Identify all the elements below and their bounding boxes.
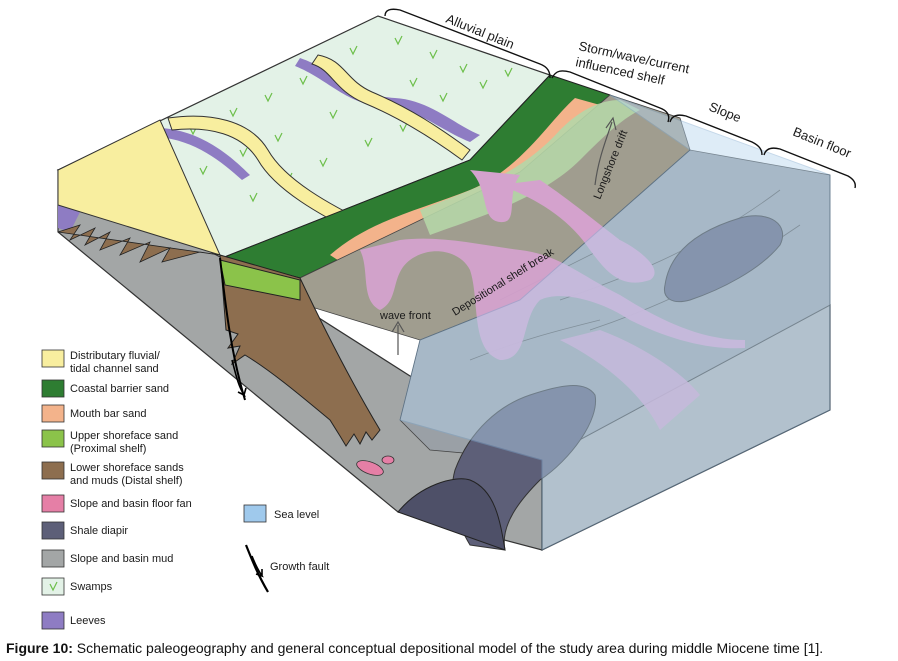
legend-swatch-mud xyxy=(41,549,65,568)
swamp-symbol-icon xyxy=(49,581,58,592)
legend-growth-fault-arrow xyxy=(251,555,264,578)
legend-swatch-lowershore xyxy=(41,461,65,480)
alluvial-plain-bracket xyxy=(384,8,551,79)
legend-label-lowershore-line2: and muds (Distal shelf) xyxy=(70,475,183,487)
fan-lobe-3 xyxy=(360,238,745,360)
legend-swatch-uppershore xyxy=(41,429,65,448)
legend-label-fan: Slope and basin floor fan xyxy=(70,498,192,510)
caption-prefix: Figure 10: xyxy=(6,640,73,656)
legend-label-channel: Distributary fluvial/ xyxy=(70,350,161,362)
shelf-green-band xyxy=(420,100,640,235)
channel-upper xyxy=(311,54,471,161)
shale-diapir-section xyxy=(397,478,506,551)
legend-label-barrier: Coastal barrier sand xyxy=(70,383,169,395)
legend-swatch-fan xyxy=(41,494,65,513)
legend-swatch-swamps xyxy=(41,577,65,596)
lower-shoreface-section xyxy=(219,254,381,447)
fan-lobe-1 xyxy=(470,170,520,223)
legend-swatch-barrier xyxy=(41,379,65,398)
legend-swatch-diapir xyxy=(41,521,65,540)
caption-text: Schematic paleogeography and general con… xyxy=(72,640,824,656)
legend-label-diapir: Shale diapir xyxy=(70,525,128,537)
swamp-symbols xyxy=(107,35,513,208)
storm-shelf-bracket xyxy=(551,70,670,123)
legend-label-leeves: Leeves xyxy=(70,615,106,627)
fan-lobe-4 xyxy=(560,330,700,430)
wave-front-arrow xyxy=(391,320,405,355)
sea-body xyxy=(399,94,831,551)
basin-floor-label: Basin floor xyxy=(791,124,854,161)
legend-growth-fault-label: Growth fault xyxy=(270,561,329,573)
block-growth-fault xyxy=(219,257,246,401)
leeve-strip-lower xyxy=(158,128,250,180)
leeve-strip-edge xyxy=(58,205,80,232)
interfingering-left xyxy=(57,224,221,263)
block-growth-fault-arrow xyxy=(231,359,247,397)
slope-label: Slope xyxy=(707,99,743,125)
legend-sea-level-label: Sea level xyxy=(274,509,319,521)
legend-label-uppershore: Upper shoreface sand xyxy=(70,430,178,442)
upper-shoreface-section xyxy=(219,259,301,301)
basin-floor-bracket xyxy=(763,147,857,189)
legend-label-uppershore-line2: (Proximal shelf) xyxy=(70,443,146,455)
legend-growth-fault-icon xyxy=(244,544,269,593)
legend-label-mud: Slope and basin mud xyxy=(70,553,173,565)
longshore-drift-arrow xyxy=(594,116,617,186)
legend-label-swamps: Swamps xyxy=(70,581,113,593)
mouth-bar xyxy=(330,98,600,268)
slope-bracket xyxy=(669,114,763,156)
legend-sea-level-swatch xyxy=(243,504,267,523)
legend-swatch-leeves xyxy=(41,611,65,630)
wave-front-label: wave front xyxy=(379,310,431,322)
legend-label-channel-line2: tidal channel sand xyxy=(70,363,159,375)
legend-label-lowershore: Lower shoreface sands xyxy=(70,462,184,474)
shale-diapir-right xyxy=(663,215,783,303)
fan-section-pod-1 xyxy=(356,460,384,476)
fan-lobe-2 xyxy=(500,180,655,283)
legend: Distributary fluvial/tidal channel sandC… xyxy=(41,349,192,630)
legend-label-mouthbar: Mouth bar sand xyxy=(70,408,146,420)
legend-swatch-channel xyxy=(41,349,65,368)
fan-section-pod-2 xyxy=(381,455,395,465)
figure-caption: Figure 10: Schematic paleogeography and … xyxy=(6,640,894,656)
legend-swatch-mouthbar xyxy=(41,404,65,423)
